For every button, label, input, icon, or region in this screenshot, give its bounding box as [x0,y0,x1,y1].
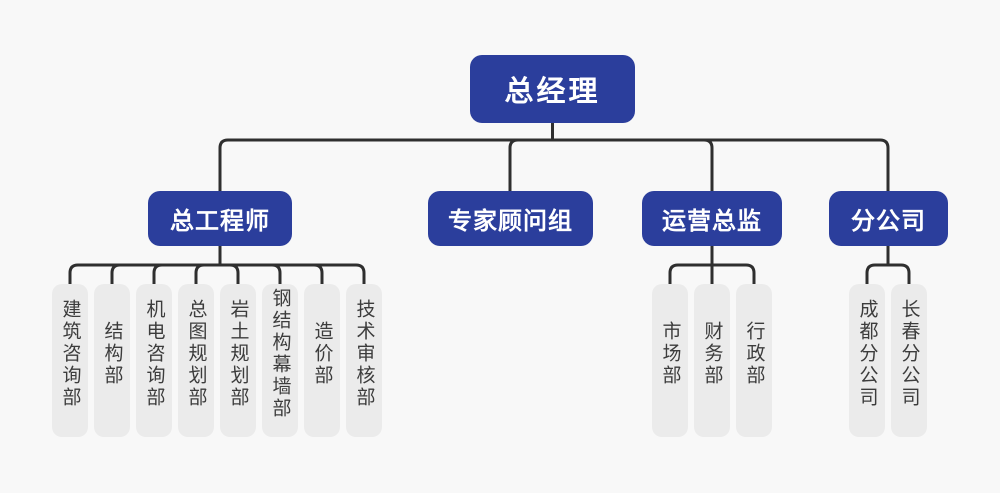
dept-label: 钢结构幕墙部 [269,287,292,420]
dept-label: 机电咨询部 [143,298,166,409]
node-dept-marketing: 市场部 [652,284,688,437]
dept-label: 结构部 [101,320,124,387]
node-dept-admin: 行政部 [736,284,772,437]
node-branch-company: 分公司 [829,191,948,246]
node-dept-finance: 财务部 [694,284,730,437]
node-dept-mep-consulting: 机电咨询部 [136,284,172,437]
dept-label: 造价部 [311,320,334,387]
node-chief-engineer: 总工程师 [148,191,292,246]
node-dept-structure: 结构部 [94,284,130,437]
node-dept-geotech-planning: 岩土规划部 [220,284,256,437]
dept-label: 总图规划部 [185,298,208,409]
node-branch-chengdu: 成都分公司 [849,284,885,437]
dept-label: 技术审核部 [353,298,376,409]
dept-label: 市场部 [659,320,682,387]
node-dept-cost: 造价部 [304,284,340,437]
dept-label: 建筑咨询部 [59,298,82,409]
dept-label: 岩土规划部 [227,298,250,409]
node-dept-architecture-consulting: 建筑咨询部 [52,284,88,437]
dept-label: 成都分公司 [856,298,879,409]
dept-label: 长春分公司 [898,298,921,409]
node-expert-advisory-group: 专家顾问组 [428,191,593,246]
node-dept-tech-review: 技术审核部 [346,284,382,437]
node-dept-steel-curtain-wall: 钢结构幕墙部 [262,284,298,437]
node-dept-master-plan: 总图规划部 [178,284,214,437]
node-operations-director: 运营总监 [642,191,782,246]
node-general-manager: 总经理 [470,55,635,123]
dept-label: 行政部 [743,320,766,387]
node-branch-changchun: 长春分公司 [891,284,927,437]
dept-label: 财务部 [701,320,724,387]
